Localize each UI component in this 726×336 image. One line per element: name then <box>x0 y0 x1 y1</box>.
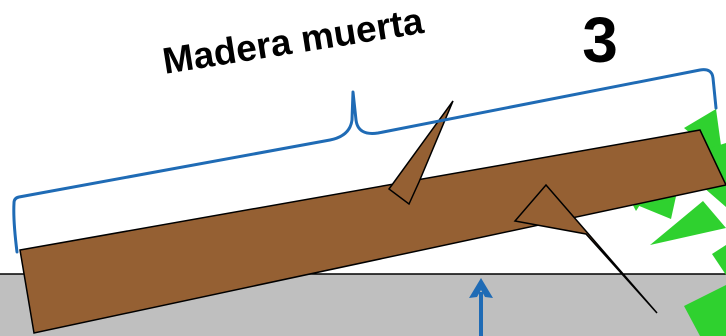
branch-stub <box>513 183 658 314</box>
bracket <box>12 68 718 254</box>
step-number: 3 <box>582 4 618 76</box>
leaf <box>712 245 726 275</box>
leaf <box>684 285 726 336</box>
up-arrow-icon <box>469 278 493 298</box>
branch-stub <box>387 100 454 206</box>
log-body <box>19 129 726 334</box>
leaf <box>650 201 726 245</box>
